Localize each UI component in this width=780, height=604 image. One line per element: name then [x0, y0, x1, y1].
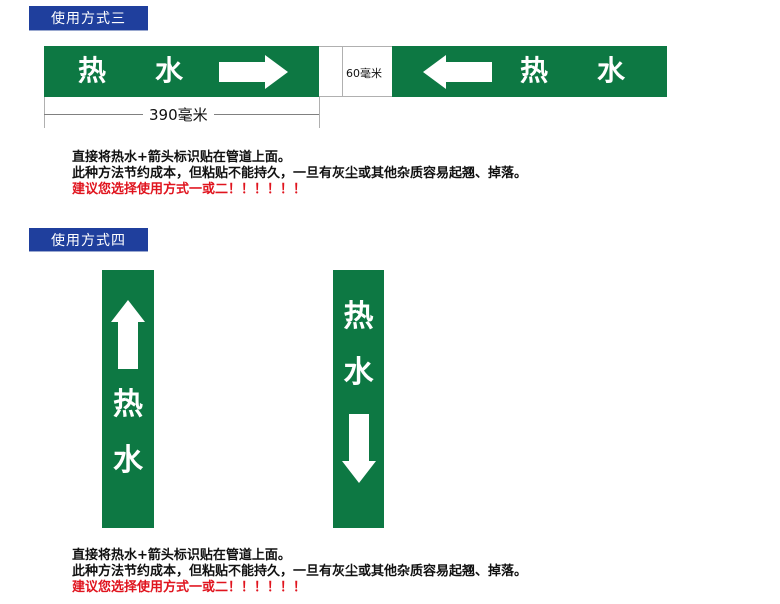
- instructions-method-4: 直接将热水+箭头标识贴在管道上面。 此种方法节约成本，但粘贴不能持久，一旦有灰尘…: [72, 548, 527, 596]
- note-line-2: 此种方法节约成本，但粘贴不能持久，一旦有灰尘或其他杂质容易起翘、掉落。: [72, 166, 528, 181]
- horizontal-label-left-arrow: 热 水: [392, 46, 667, 97]
- label-char-hot: 热: [113, 387, 143, 422]
- label-char-water: 水: [597, 54, 626, 87]
- arrow-right-icon: [219, 55, 288, 89]
- label-char-hot: 热: [78, 54, 107, 87]
- arrow-left-icon: [423, 55, 492, 89]
- dimension-tick-left: [44, 97, 45, 128]
- label-char-water: 水: [343, 355, 374, 390]
- section-header-method-3: 使用方式三: [29, 6, 148, 30]
- note-line-1: 直接将热水+箭头标识贴在管道上面。: [72, 150, 291, 165]
- vertical-label-up-arrow: 热 水: [102, 270, 154, 528]
- gap-divider-line: [342, 46, 343, 97]
- note-line-2: 此种方法节约成本，但粘贴不能持久，一旦有灰尘或其他杂质容易起翘、掉落。: [72, 564, 528, 579]
- horizontal-label-right-arrow: 热 水: [44, 46, 319, 97]
- label-char-water: 水: [113, 443, 143, 478]
- label-char-hot: 热: [343, 299, 374, 334]
- note-warning: 建议您选择使用方式一或二！！！！！！: [72, 580, 307, 595]
- arrow-down-icon: [341, 414, 376, 483]
- vertical-label-down-arrow: 热 水: [333, 270, 384, 528]
- dimension-tick-right: [319, 97, 320, 128]
- section-header-label: 使用方式四: [51, 232, 126, 249]
- note-line-1: 直接将热水+箭头标识贴在管道上面。: [72, 548, 291, 563]
- section-header-method-4: 使用方式四: [29, 228, 148, 251]
- instructions-method-3: 直接将热水+箭头标识贴在管道上面。 此种方法节约成本，但粘贴不能持久，一旦有灰尘…: [72, 150, 527, 198]
- gap-width-label: 60毫米: [346, 67, 382, 80]
- label-char-water: 水: [155, 54, 184, 87]
- note-warning: 建议您选择使用方式一或二！！！！！！: [72, 182, 307, 197]
- label-char-hot: 热: [520, 54, 549, 87]
- arrow-up-icon: [111, 300, 145, 369]
- gap-spacer: [319, 46, 392, 97]
- dimension-label: 390毫米: [143, 104, 214, 125]
- section-header-label: 使用方式三: [51, 11, 126, 27]
